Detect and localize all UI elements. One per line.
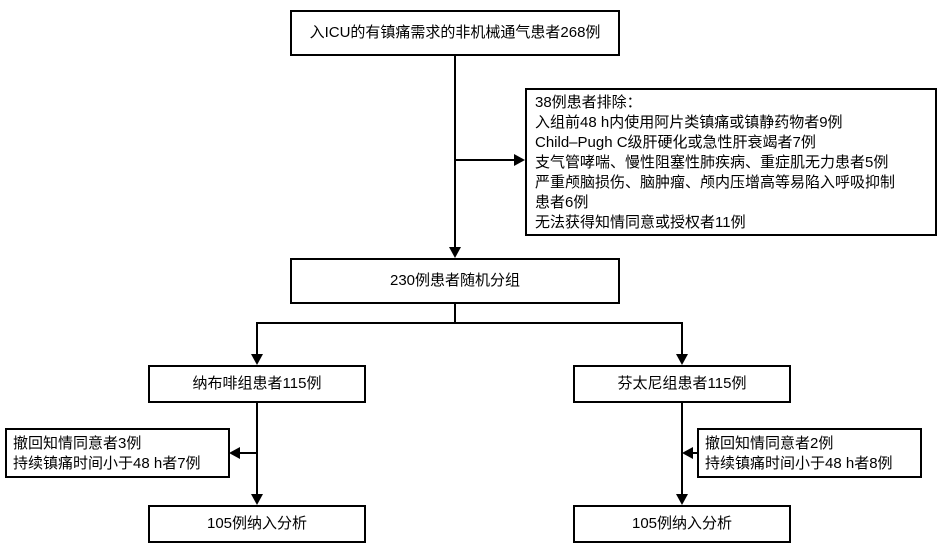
enrollment-box: 入ICU的有镇痛需求的非机械通气患者268例 xyxy=(290,10,620,56)
exclusion-box: 38例患者排除： 入组前48 h内使用阿片类镇痛或镇静药物者9例 Child–P… xyxy=(525,88,937,236)
exclusion-line: 无法获得知情同意或授权者11例 xyxy=(535,214,746,231)
right-analysis-arrowhead xyxy=(676,494,688,505)
randomization-arrowhead xyxy=(449,247,461,258)
connector-split-horizontal xyxy=(256,322,683,324)
fentanyl-withdraw-box: 撤回知情同意者2例 持续镇痛时间小于48 h者8例 xyxy=(697,428,922,478)
exclusion-line: 患者6例 xyxy=(535,194,589,211)
right-withdraw-arrowhead xyxy=(682,447,693,459)
nalbuphine-withdraw-box: 撤回知情同意者3例 持续镇痛时间小于48 h者7例 xyxy=(5,428,230,478)
left-analysis-arrowhead xyxy=(251,494,263,505)
withdraw-line: 持续镇痛时间小于48 h者8例 xyxy=(705,455,893,472)
connector-left-group-to-analysis xyxy=(256,403,258,495)
withdraw-line: 撤回知情同意者3例 xyxy=(13,435,142,452)
nalbuphine-group-label: 纳布啡组患者115例 xyxy=(192,375,322,392)
connector-left-withdraw xyxy=(239,452,257,454)
withdraw-line: 持续镇痛时间小于48 h者7例 xyxy=(13,455,201,472)
connector-to-exclusion xyxy=(454,159,515,161)
enrollment-label: 入ICU的有镇痛需求的非机械通气患者268例 xyxy=(309,24,601,41)
withdraw-line: 撤回知情同意者2例 xyxy=(705,435,834,452)
randomization-label: 230例患者随机分组 xyxy=(389,272,521,289)
connector-randomization-stem xyxy=(454,304,456,324)
exclusion-line: 入组前48 h内使用阿片类镇痛或镇静药物者9例 xyxy=(535,114,843,131)
nalbuphine-group-box: 纳布啡组患者115例 xyxy=(148,365,366,403)
fentanyl-analysis-label: 105例纳入分析 xyxy=(631,515,733,532)
randomization-box: 230例患者随机分组 xyxy=(290,258,620,304)
exclusion-line: 严重颅脑损伤、脑肿瘤、颅内压增高等易陷入呼吸抑制 xyxy=(535,174,896,191)
left-withdraw-arrowhead xyxy=(229,447,240,459)
exclusion-line: Child–Pugh C级肝硬化或急性肝衰竭者7例 xyxy=(535,134,816,151)
connector-to-right-group xyxy=(681,322,683,355)
exclusion-line: 38例患者排除： xyxy=(535,94,642,111)
exclusion-line: 支气管哮喘、慢性阻塞性肺疾病、重症肌无力患者5例 xyxy=(535,154,889,171)
fentanyl-group-box: 芬太尼组患者115例 xyxy=(573,365,791,403)
connector-to-left-group xyxy=(256,322,258,355)
fentanyl-analysis-box: 105例纳入分析 xyxy=(573,505,791,543)
exclusion-arrowhead xyxy=(514,154,525,166)
left-group-arrowhead xyxy=(251,354,263,365)
fentanyl-group-label: 芬太尼组患者115例 xyxy=(617,375,747,392)
connector-right-withdraw xyxy=(691,452,698,454)
nalbuphine-analysis-box: 105例纳入分析 xyxy=(148,505,366,543)
nalbuphine-analysis-label: 105例纳入分析 xyxy=(206,515,308,532)
connector-enrollment-to-randomization xyxy=(454,56,456,248)
right-group-arrowhead xyxy=(676,354,688,365)
